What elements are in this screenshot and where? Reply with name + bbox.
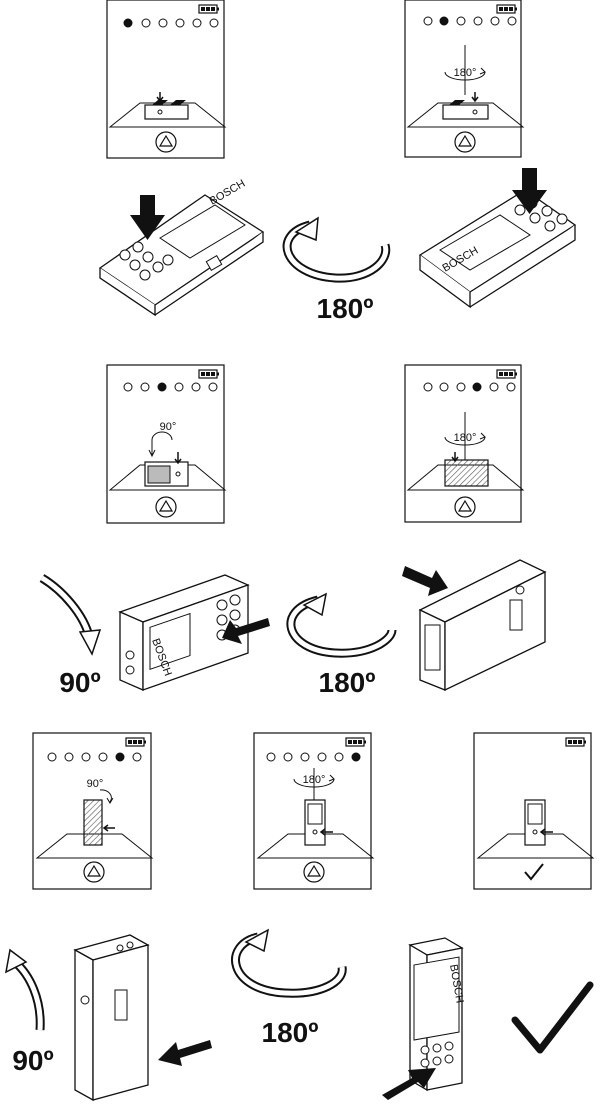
rotation-label: 180º bbox=[319, 667, 376, 698]
rotation-label: 90º bbox=[59, 667, 100, 698]
measure-button-icon bbox=[155, 131, 177, 153]
keypad bbox=[119, 241, 174, 281]
press-arrow-icon bbox=[382, 1068, 436, 1100]
rotate-arrow-90-row3 bbox=[4, 948, 45, 1031]
progress-dots bbox=[266, 752, 361, 762]
device-flat bbox=[144, 92, 189, 120]
rotate-arrow-icon bbox=[244, 928, 270, 953]
measure-button-icon bbox=[155, 496, 177, 518]
keypad bbox=[420, 1041, 454, 1068]
press-arrow-icon bbox=[158, 1040, 212, 1066]
surface-plane bbox=[108, 102, 227, 128]
progress-dots bbox=[423, 16, 517, 26]
rotate-arrow-180-row3 bbox=[231, 928, 347, 998]
press-arrow-icon bbox=[402, 566, 448, 596]
angle-label: 90° bbox=[160, 421, 177, 433]
device-illustration-row2-right bbox=[402, 559, 547, 692]
device-upright-hatched bbox=[83, 799, 103, 846]
device-upright bbox=[304, 799, 333, 846]
big-checkmark-icon bbox=[511, 981, 594, 1054]
panel-step-1 bbox=[106, 0, 227, 159]
panel-complete bbox=[473, 732, 595, 890]
angle-label: 90° bbox=[87, 778, 104, 790]
device-on-side bbox=[144, 452, 189, 487]
progress-dots bbox=[123, 18, 219, 28]
brand-logo: BOSCH bbox=[208, 178, 248, 208]
rotate-arrow-icon bbox=[294, 216, 319, 242]
measure-button-icon bbox=[454, 131, 476, 153]
rotate-arrow-icon bbox=[78, 629, 102, 656]
progress-dots bbox=[123, 382, 218, 392]
device-illustration-left: BOSCH bbox=[98, 178, 265, 317]
angle-label: 180° bbox=[303, 774, 326, 786]
rotate-arrow-180-row2 bbox=[286, 592, 397, 658]
rotate-arrow-icon bbox=[302, 592, 328, 617]
device-illustration-row2-left: BOSCH bbox=[118, 574, 270, 691]
panel-step-5: 90° bbox=[32, 732, 154, 890]
rotation-label: 180º bbox=[317, 293, 374, 324]
measure-button-icon bbox=[454, 496, 476, 518]
progress-dots bbox=[423, 382, 516, 392]
rotation-label: 180º bbox=[262, 1017, 319, 1048]
panel-step-6: 180° bbox=[253, 732, 375, 890]
measure-button-icon bbox=[83, 861, 105, 883]
panel-step-4: 180° bbox=[404, 364, 525, 523]
angle-label: 180° bbox=[454, 67, 477, 79]
device-on-side-hatched bbox=[444, 452, 489, 487]
measure-button-icon bbox=[303, 861, 325, 883]
panel-step-3: 90° bbox=[106, 364, 227, 524]
device-illustration-row3-left bbox=[73, 934, 212, 1102]
checkmark-icon bbox=[524, 863, 544, 881]
device-flat-rotated bbox=[442, 92, 489, 120]
panel-step-2: 180° bbox=[404, 0, 525, 158]
press-arrow-icon bbox=[222, 618, 270, 644]
rotate-arrow-180-row1 bbox=[282, 216, 391, 283]
angle-label: 180° bbox=[454, 432, 477, 444]
rotation-label: 90º bbox=[12, 1045, 53, 1076]
device-upright bbox=[524, 799, 553, 846]
device-illustration-row3-right: BOSCH bbox=[382, 937, 466, 1100]
rotate-arrow-icon bbox=[4, 948, 28, 974]
press-arrow-icon bbox=[130, 195, 165, 240]
rotate-arrow-90-row2 bbox=[39, 574, 102, 656]
press-arrow-icon bbox=[512, 168, 547, 214]
device-illustration-right: BOSCH bbox=[418, 168, 577, 309]
progress-dots bbox=[47, 752, 142, 762]
